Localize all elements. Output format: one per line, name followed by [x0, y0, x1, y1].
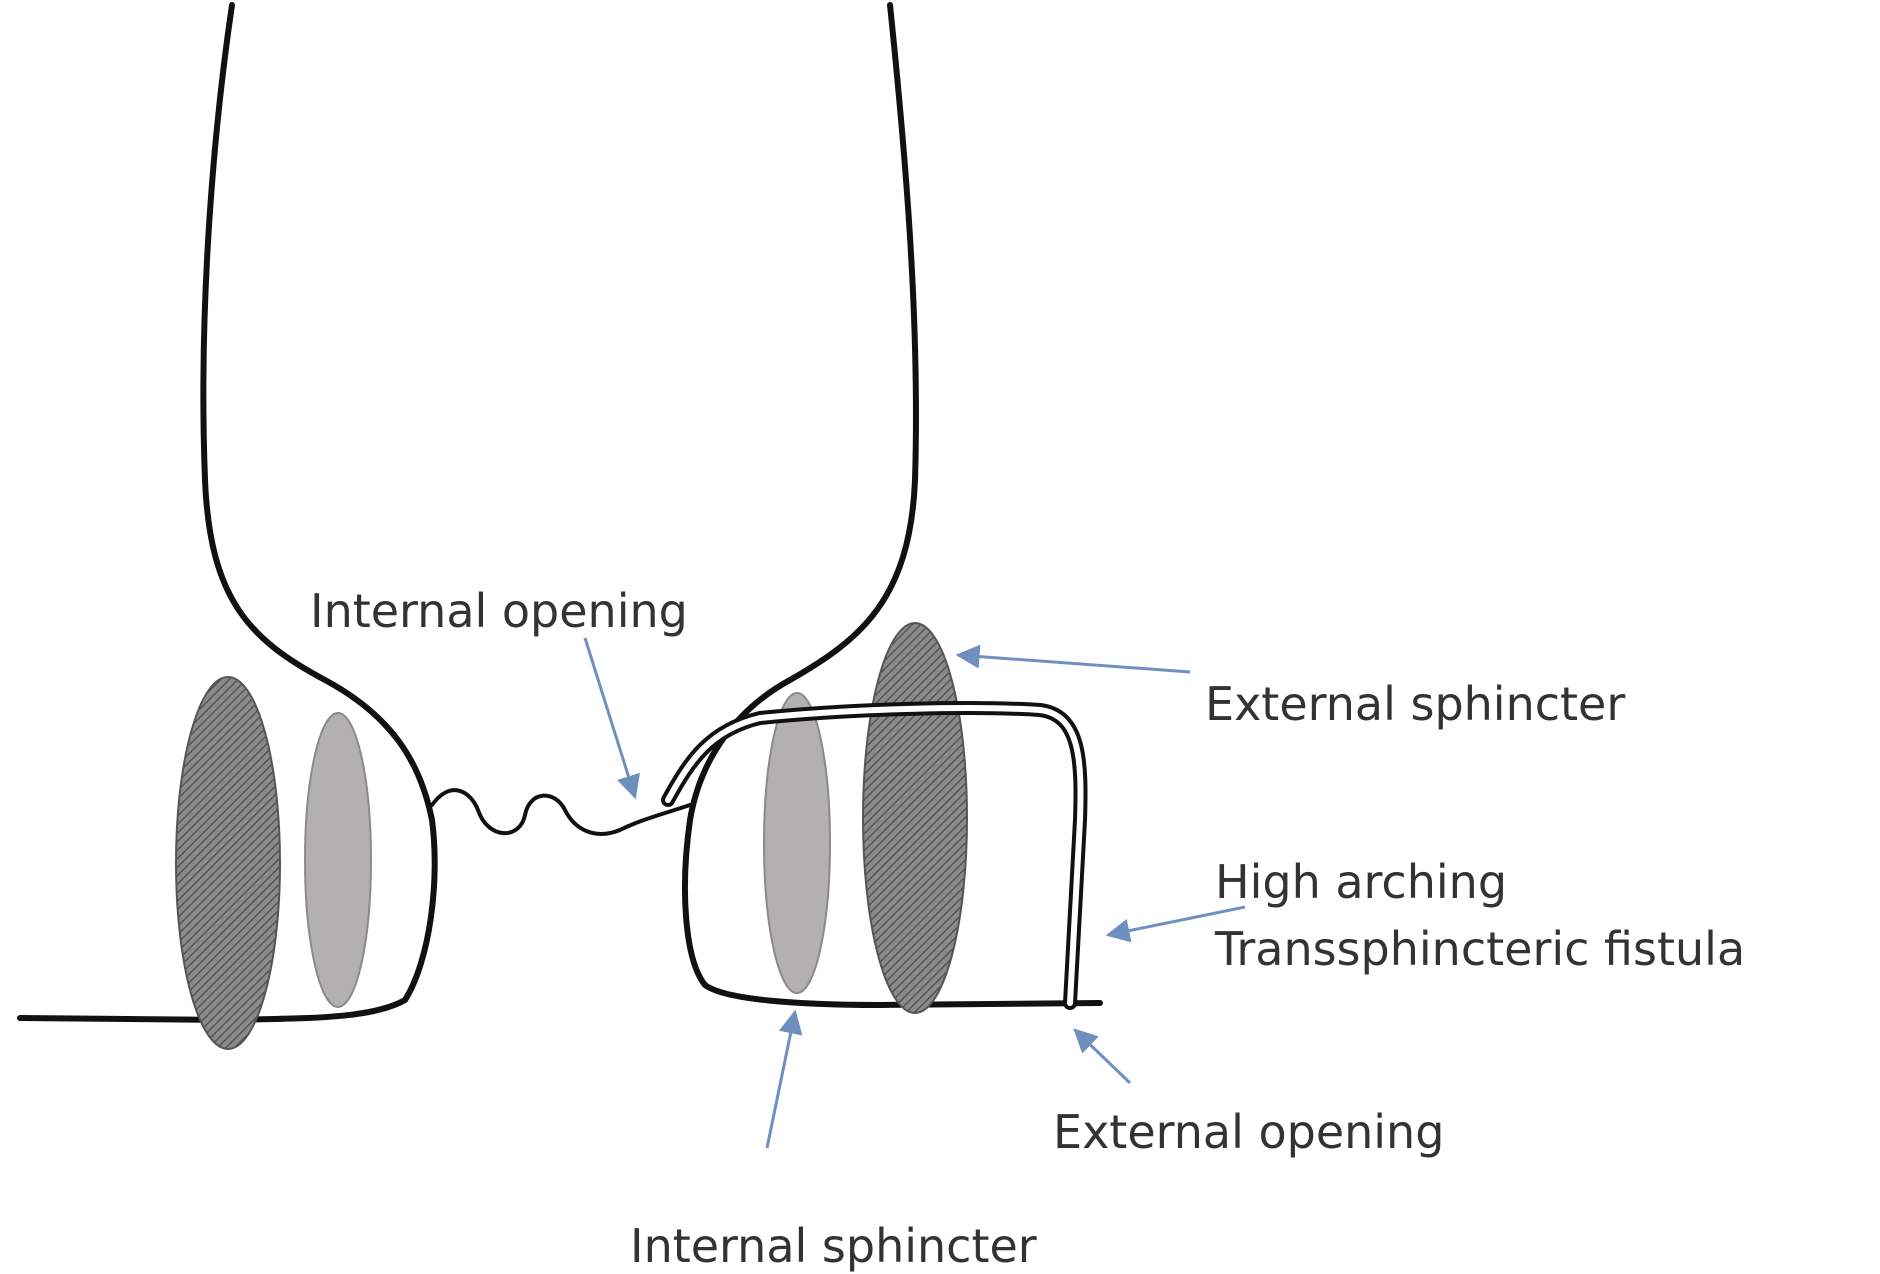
- label-external-opening: External opening: [1053, 1105, 1444, 1159]
- label-transsphincteric-fistula: Transsphincteric fistula: [1214, 922, 1745, 976]
- internal-sphincter-arrow: [767, 1012, 795, 1148]
- label-internal-opening: Internal opening: [310, 584, 688, 638]
- right-internal-sphincter: [764, 693, 830, 993]
- label-high-arching: High arching: [1215, 855, 1507, 909]
- left-external-sphincter: [176, 677, 280, 1049]
- right-external-sphincter: [863, 623, 967, 1013]
- internal-opening-arrow: [585, 638, 635, 797]
- label-internal-sphincter: Internal sphincter: [630, 1219, 1037, 1273]
- label-external-sphincter: External sphincter: [1205, 677, 1625, 731]
- dentate-line: [432, 790, 690, 834]
- left-internal-sphincter: [305, 713, 371, 1007]
- external-sphincter-arrow: [958, 655, 1190, 672]
- external-opening-arrow: [1075, 1030, 1130, 1083]
